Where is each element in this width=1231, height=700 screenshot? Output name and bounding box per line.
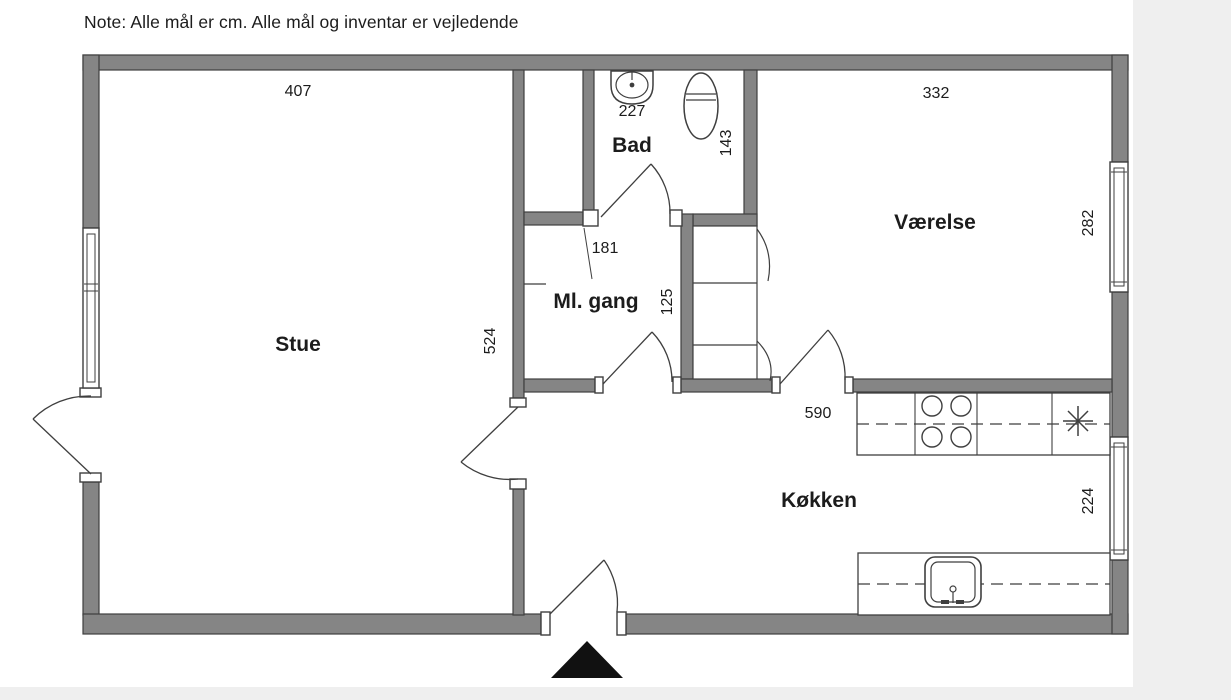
dim-vaerelse-depth: 282 (1080, 209, 1097, 237)
doors (32, 163, 846, 615)
wall-top (82, 54, 1129, 71)
room-label-stue: Stue (275, 333, 321, 356)
window-vaerelse-right (1109, 161, 1129, 293)
dim-stue-width: 407 (284, 83, 312, 100)
wall-hall-bottom (523, 378, 596, 393)
page-margin-right (1133, 0, 1231, 700)
dim-ml-gang-width: 181 (591, 240, 619, 257)
window-koekken-right (1109, 436, 1129, 561)
wall-shaft-bottom (523, 211, 584, 226)
dim-koekken-depth: 224 (1080, 487, 1097, 515)
kitchen-counter-top (856, 392, 1111, 456)
wall-stue-divider-upper (512, 69, 525, 399)
room-label-bad: Bad (612, 134, 652, 157)
dim-vaerelse-width: 332 (922, 85, 950, 102)
dim-bad-depth: 143 (718, 129, 735, 157)
room-label-vaerelse: Værelse (894, 211, 976, 234)
windows (82, 161, 1129, 561)
wall-closet-bottom (680, 378, 773, 393)
kitchen-counter-bottom (857, 552, 1111, 616)
door-entrance (549, 559, 619, 615)
page-margin-bottom (0, 687, 1231, 700)
wall-shaft-bad-divider (582, 69, 595, 213)
wall-left-lower (82, 481, 100, 616)
wardrobe (692, 225, 772, 382)
door-hall-koekken (602, 331, 673, 385)
wall-right-upper (1111, 54, 1129, 163)
wall-right-lower (1111, 559, 1129, 635)
outer-walls (82, 54, 1129, 635)
wall-right-middle (1111, 291, 1129, 438)
dim-stue-depth: 524 (482, 327, 499, 355)
room-label-koekken: Køkken (781, 489, 857, 512)
door-bad (600, 163, 671, 218)
window-stue-left (82, 227, 100, 389)
door-frame-caps (79, 209, 854, 636)
stove-icon (921, 395, 972, 448)
dim-koekken-width: 590 (804, 405, 832, 422)
kitchen-sink-icon (924, 556, 982, 608)
dim-181-leader-line (583, 227, 593, 280)
door-left-exterior (32, 395, 92, 475)
wall-bottom-left (82, 613, 542, 635)
interior-walls (512, 69, 1113, 616)
room-label-ml-gang: Ml. gang (553, 290, 639, 313)
door-vaerelse (779, 329, 846, 385)
freezer-asterisk-icon (1063, 406, 1093, 436)
wall-hall-closet-divider (680, 213, 694, 380)
dim-ml-gang-depth: 125 (659, 288, 676, 316)
wall-bad-vaerelse-divider (743, 69, 758, 227)
entrance-arrow-icon (551, 641, 623, 678)
wall-bottom-right (625, 613, 1129, 635)
note-text: Note: Alle mål er cm. Alle mål og invent… (84, 12, 519, 32)
dim-bad-width: 227 (618, 103, 646, 120)
wall-left-upper (82, 54, 100, 229)
wall-vaerelse-bottom (852, 378, 1113, 393)
wall-stue-divider-lower (512, 488, 525, 616)
door-stue (460, 406, 519, 481)
bathroom-sink-icon (610, 70, 654, 105)
toilet-icon (683, 72, 719, 140)
wall-closet-top (692, 213, 758, 227)
